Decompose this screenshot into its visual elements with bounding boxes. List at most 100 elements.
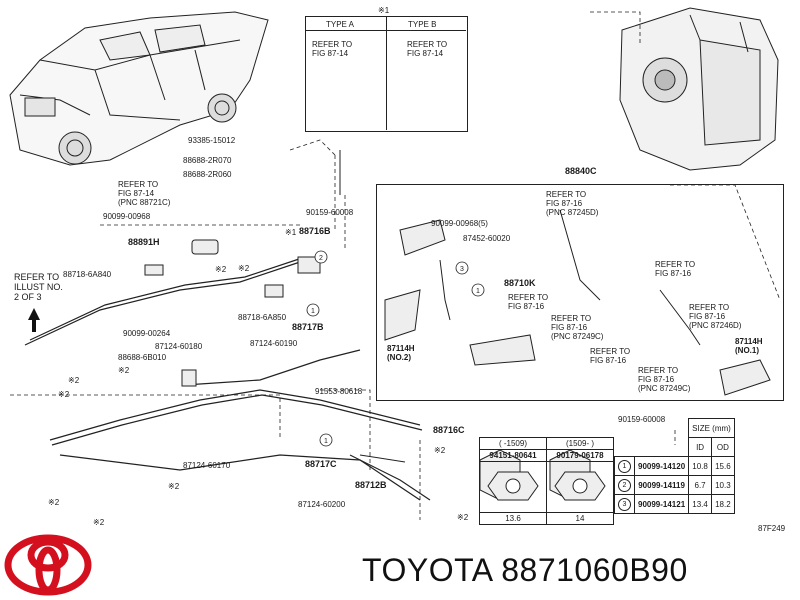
callout-lines xyxy=(10,11,781,520)
figure-code: 87F249 xyxy=(758,524,786,533)
svg-text:1: 1 xyxy=(311,308,315,315)
label-88688-2r070: 88688-2R070 xyxy=(183,156,232,165)
note-1-a: ※1 xyxy=(285,228,297,237)
type-a-label: TYPE A xyxy=(326,20,355,29)
up-arrow-icon xyxy=(28,308,40,332)
row-part: 90099-14121 xyxy=(633,494,690,514)
label-88891h: 88891H xyxy=(128,237,160,247)
bolt-illustration-2 xyxy=(546,461,614,513)
row-od: 18.2 xyxy=(710,494,735,514)
table-row: 2 90099-14119 6.7 10.3 xyxy=(614,475,735,495)
ref-fig-87-16-c: REFER TO FIG 87-16 xyxy=(508,293,549,311)
label-90099-00264: 90099-00264 xyxy=(123,329,171,338)
row-part: 90099-14119 xyxy=(633,475,690,495)
ref-fig-87-16-g: REFER TO FIG 87-16 (PNC 87249C) xyxy=(638,366,691,393)
svg-text:1: 1 xyxy=(324,438,328,445)
ac-unit-illustration xyxy=(619,7,779,171)
svg-text:2: 2 xyxy=(319,255,323,262)
row-id: 6.7 xyxy=(688,475,712,495)
ref-fig-87-16-d: REFER TO FIG 87-16 (PNC 87249C) xyxy=(551,314,604,341)
ref-fig-87-16-f: REFER TO FIG 87-16 xyxy=(590,347,631,365)
label-90159-60008-top: 90159-60008 xyxy=(306,208,354,217)
label-91553-80618: 91553-80618 xyxy=(315,387,363,396)
bolt-head-1: ( -1509) xyxy=(479,437,547,450)
svg-text:1: 1 xyxy=(476,288,480,295)
svg-text:3: 3 xyxy=(460,266,464,273)
table-row: 1 90099-14120 10.8 15.6 xyxy=(614,456,735,476)
label-88688-2r060: 88688-2R060 xyxy=(183,170,232,179)
note-2-d: ※2 xyxy=(58,390,70,399)
note-2-g: ※2 xyxy=(434,446,446,455)
nut-icon xyxy=(487,471,539,501)
type-box-divider xyxy=(386,16,387,130)
circled-callout-numbers: 1 2 1 3 1 xyxy=(311,255,480,445)
vehicle-illustration xyxy=(9,11,269,166)
bolt-head-2: (1509- ) xyxy=(546,437,614,450)
row-number: 3 xyxy=(618,497,631,511)
bolt-illustration-1 xyxy=(479,461,547,513)
label-93385-15012: 93385-15012 xyxy=(188,136,236,145)
label-88718-6a850: 88718-6A850 xyxy=(238,313,287,322)
assembly-88840c-box xyxy=(376,184,784,401)
label-88716b: 88716B xyxy=(299,226,331,236)
note-2-c: ※2 xyxy=(68,376,80,385)
label-88716c: 88716C xyxy=(433,425,465,435)
label-90099-00968-5: 90099-00968(5) xyxy=(431,219,488,228)
size-table: SIZE (mm) ID OD 1 90099-14120 10.8 15.6 … xyxy=(614,418,735,514)
ref-fig-87-16-e: REFER TO FIG 87-16 (PNC 87246D) xyxy=(689,303,742,330)
row-od: 15.6 xyxy=(710,456,735,476)
note-2-j: ※2 xyxy=(93,518,105,527)
label-87124-60190: 87124-60190 xyxy=(250,339,298,348)
ref-fig-87-16-a: REFER TO FIG 87-16 (PNC 87245D) xyxy=(546,190,599,217)
label-88717c: 88717C xyxy=(305,459,337,469)
refer-illust-2-of-3: REFER TO ILLUST NO. 2 OF 3 xyxy=(14,272,63,302)
label-88718-6a840: 88718-6A840 xyxy=(63,270,112,279)
bolt-code-2: 90179-06178 xyxy=(546,449,614,462)
label-87124-60200: 87124-60200 xyxy=(298,500,346,509)
part-number-title: TOYOTA 8871060B90 xyxy=(362,552,688,588)
label-87124-60170: 87124-60170 xyxy=(183,461,231,470)
bolt-dim-1: 13.6 xyxy=(479,512,547,525)
label-90099-00968: 90099-00968 xyxy=(103,212,151,221)
size-table-head-id: ID xyxy=(688,437,712,457)
row-id: 10.8 xyxy=(688,456,712,476)
label-90159-60008-right: 90159-60008 xyxy=(618,415,666,424)
bolt-dim-2: 14 xyxy=(546,512,614,525)
row-id: 13.4 xyxy=(688,494,712,514)
bolt-code-1: 94151-80641 xyxy=(479,449,547,462)
note-2-a: ※2 xyxy=(238,264,250,273)
circled-callouts xyxy=(306,250,485,447)
row-number: 1 xyxy=(618,459,631,473)
type-a-ref: REFER TO FIG 87-14 xyxy=(312,40,353,58)
row-number: 2 xyxy=(618,478,631,492)
label-88840c: 88840C xyxy=(565,166,597,176)
type-b-ref: REFER TO FIG 87-14 xyxy=(407,40,448,58)
note-2-f: ※2 xyxy=(168,482,180,491)
bolt-table: ( -1509) (1509- ) 94151-80641 90179-0617… xyxy=(479,437,614,525)
ref-fig-87-14: REFER TO FIG 87-14 (PNC 88721C) xyxy=(118,180,171,207)
row-od: 10.3 xyxy=(710,475,735,495)
nut-icon xyxy=(554,471,606,501)
label-87114h-no1: 87114H (NO.1) xyxy=(735,337,763,355)
note-2-i: ※2 xyxy=(48,498,60,507)
label-88688-6b010: 88688-6B010 xyxy=(118,353,167,362)
pipe-lines xyxy=(24,257,431,501)
type-b-label: TYPE B xyxy=(408,20,437,29)
type-box-header-line xyxy=(305,30,466,31)
note-2-b: ※2 xyxy=(118,366,130,375)
note-2-e: ※2 xyxy=(215,265,227,274)
label-88710k: 88710K xyxy=(504,278,536,288)
row-part: 90099-14120 xyxy=(633,456,690,476)
label-87114h-no2: 87114H (NO.2) xyxy=(387,344,415,362)
label-88712b: 88712B xyxy=(355,480,387,490)
table-row: 3 90099-14121 13.4 18.2 xyxy=(614,494,735,514)
ref-fig-87-16-b: REFER TO FIG 87-16 xyxy=(655,260,696,278)
size-table-title: SIZE (mm) xyxy=(688,418,735,438)
label-87452-60020: 87452-60020 xyxy=(463,234,511,243)
note-2-h: ※2 xyxy=(457,513,469,522)
label-88717b: 88717B xyxy=(292,322,324,332)
size-table-head-od: OD xyxy=(710,437,735,457)
label-87124-60180: 87124-60180 xyxy=(155,342,203,351)
toyota-logo xyxy=(4,534,92,596)
type-box-note: ※1 xyxy=(378,6,390,15)
